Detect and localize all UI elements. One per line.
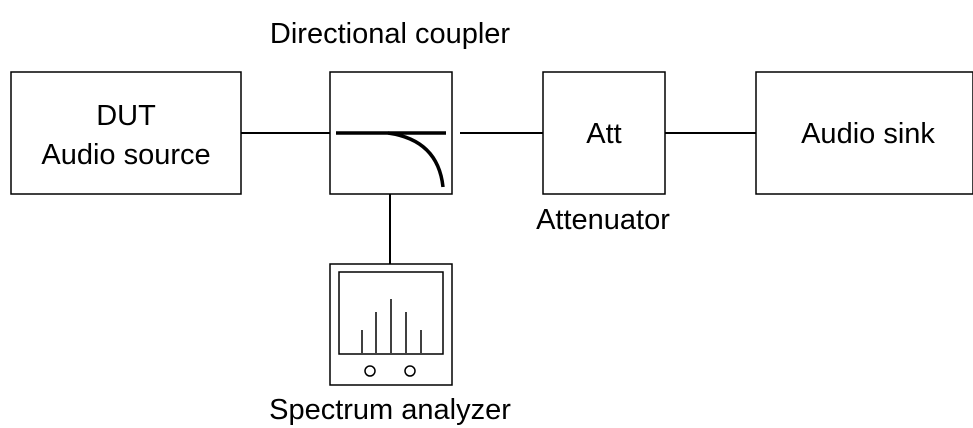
directional-coupler-block: Directional coupler bbox=[270, 18, 511, 195]
spectrum-lines-icon bbox=[361, 299, 422, 353]
coupler-box bbox=[329, 71, 453, 195]
coupler-coupled-arc-icon bbox=[387, 131, 445, 188]
attenuator-caption: Attenuator bbox=[536, 204, 670, 236]
dut-audio-source-block: DUT Audio source bbox=[10, 71, 242, 195]
analyzer-knob-left-icon bbox=[364, 365, 376, 377]
spectrum-analyzer-block: Spectrum analyzer bbox=[269, 263, 511, 426]
attenuator-block: Att Attenuator bbox=[536, 71, 670, 236]
dut-label: DUT bbox=[96, 100, 156, 132]
analyzer-screen bbox=[338, 271, 444, 355]
directional-coupler-caption: Directional coupler bbox=[270, 18, 511, 50]
analyzer-case bbox=[329, 263, 453, 386]
audio-sink-box bbox=[755, 71, 973, 195]
spectrum-analyzer-caption: Spectrum analyzer bbox=[269, 394, 511, 426]
attenuator-box bbox=[542, 71, 666, 195]
audio-source-label: Audio source bbox=[41, 139, 210, 171]
connections bbox=[241, 132, 756, 264]
dut-box bbox=[10, 71, 242, 195]
audio-sink-label: Audio sink bbox=[801, 118, 935, 150]
analyzer-knob-right-icon bbox=[404, 365, 416, 377]
attenuator-box-label: Att bbox=[586, 118, 621, 150]
audio-sink-block: Audio sink bbox=[755, 71, 973, 195]
